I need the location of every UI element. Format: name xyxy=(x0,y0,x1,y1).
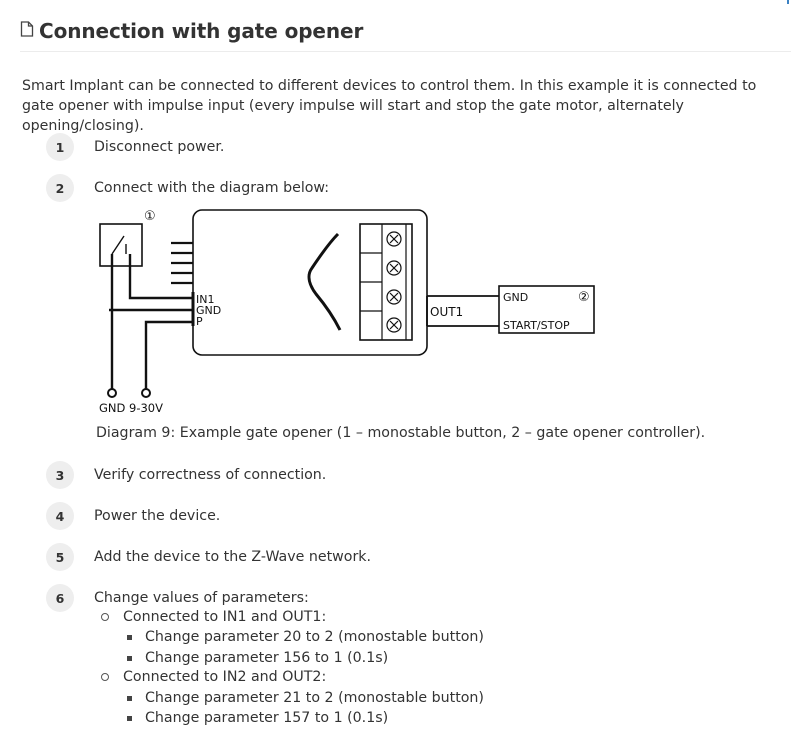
p-label: P xyxy=(196,315,203,328)
step-text: Change values of parameters: xyxy=(94,590,309,606)
param-item: Change parameter 21 to 2 (monostable but… xyxy=(127,690,484,706)
square-bullet-icon xyxy=(127,715,132,721)
param-item: Change parameter 20 to 2 (monostable but… xyxy=(127,629,484,645)
param-group-in2: Connected to IN2 and OUT2: xyxy=(101,669,326,685)
step-text: Power the device. xyxy=(94,508,221,524)
step-text: Connect with the diagram below: xyxy=(94,180,330,196)
step-number-badge: 6 xyxy=(46,584,74,612)
wiring-diagram: IN1 GND P OUT1 GND START/STOP ② ① GND 9-… xyxy=(99,209,595,415)
square-bullet-icon xyxy=(127,695,132,701)
intro-paragraph: Smart Implant can be connected to differ… xyxy=(22,78,757,134)
in1-label: IN1 xyxy=(196,293,214,306)
circle-bullet-icon xyxy=(101,613,109,621)
wires xyxy=(109,254,193,389)
gate-opener-controller xyxy=(498,285,595,334)
terminal-screw-icons xyxy=(386,231,402,333)
controller-gnd-label: GND xyxy=(503,291,528,304)
power-label: GND 9-30V xyxy=(99,401,163,415)
gnd-terminal xyxy=(107,388,117,398)
diagram-caption: Diagram 9: Example gate opener (1 – mono… xyxy=(96,425,706,441)
module-pins xyxy=(171,241,193,285)
step-6: 6 Change values of parameters: xyxy=(46,584,309,612)
start-stop-label: START/STOP xyxy=(503,319,570,332)
param-group-heading: Connected to IN1 and OUT1: xyxy=(123,609,327,625)
vplus-terminal xyxy=(141,388,151,398)
step-3: 3 Verify correctness of connection. xyxy=(46,461,326,489)
step-4: 4 Power the device. xyxy=(46,502,220,530)
step-text: Verify correctness of connection. xyxy=(94,467,327,483)
monostable-button xyxy=(99,223,143,267)
param-item: Change parameter 156 to 1 (0.1s) xyxy=(127,650,388,666)
gnd-label: GND xyxy=(196,304,221,317)
scroll-indicator xyxy=(787,0,789,4)
square-bullet-icon xyxy=(127,655,132,661)
section-title: Connection with gate opener xyxy=(39,19,364,43)
param-item-text: Change parameter 20 to 2 (monostable but… xyxy=(145,629,484,645)
param-item-text: Change parameter 156 to 1 (0.1s) xyxy=(145,650,389,666)
section-heading: Connection with gate opener xyxy=(20,19,363,43)
square-bullet-icon xyxy=(127,634,132,640)
step-number-badge: 5 xyxy=(46,543,74,571)
document-icon xyxy=(20,21,34,41)
param-item-text: Change parameter 157 to 1 (0.1s) xyxy=(145,710,389,726)
module-wave-shape xyxy=(307,232,342,331)
param-item: Change parameter 157 to 1 (0.1s) xyxy=(127,710,388,726)
step-text: Disconnect power. xyxy=(94,139,225,155)
step-5: 5 Add the device to the Z-Wave network. xyxy=(46,543,371,571)
marker-2: ② xyxy=(578,290,590,305)
step-2: 2 Connect with the diagram below: xyxy=(46,174,329,202)
step-number-badge: 3 xyxy=(46,461,74,489)
param-item-text: Change parameter 21 to 2 (monostable but… xyxy=(145,690,484,706)
out1-label: OUT1 xyxy=(430,305,463,319)
step-number-badge: 2 xyxy=(46,174,74,202)
circle-bullet-icon xyxy=(101,673,109,681)
title-divider xyxy=(20,51,791,52)
step-text: Add the device to the Z-Wave network. xyxy=(94,549,372,565)
step-1: 1 Disconnect power. xyxy=(46,133,224,161)
param-group-in1: Connected to IN1 and OUT1: xyxy=(101,609,326,625)
param-group-heading: Connected to IN2 and OUT2: xyxy=(123,669,327,685)
step-number-badge: 1 xyxy=(46,133,74,161)
marker-1: ① xyxy=(144,209,156,224)
step-number-badge: 4 xyxy=(46,502,74,530)
